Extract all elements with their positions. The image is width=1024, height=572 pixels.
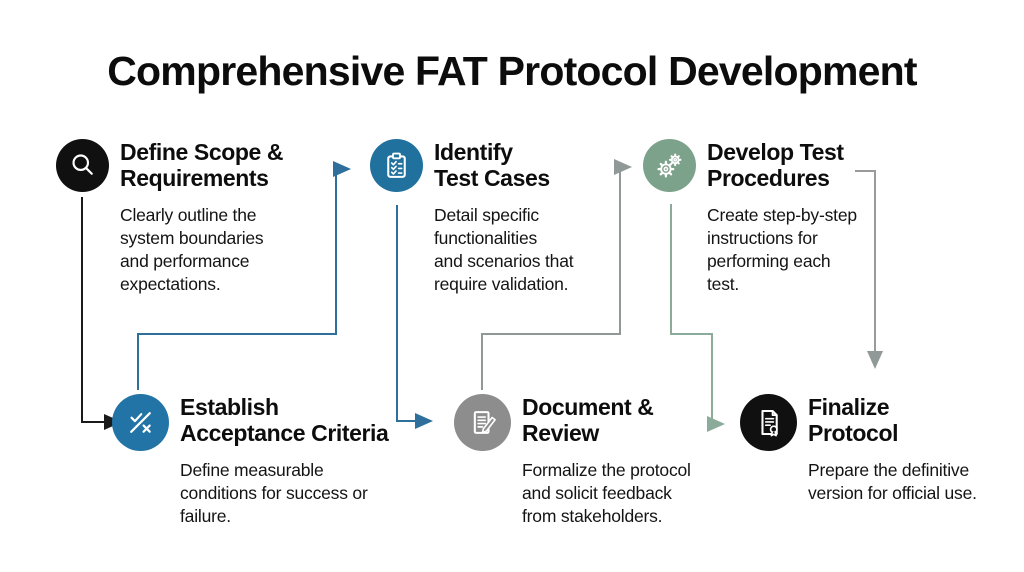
connector-develop-title-down-to-finalize [855,170,883,369]
step-identify-test-cases: Identify Test Cases Detail specific func… [370,139,574,296]
step-develop-test-procedures: Develop Test Procedures Create step-by-s… [643,139,857,296]
step-description: Create step-by-step instructions for per… [707,205,857,294]
step-establish-acceptance-criteria: Establish Acceptance Criteria Define mea… [112,394,389,528]
step-description: Define measurable conditions for success… [180,460,368,526]
step-define-scope-requirements: Define Scope & Requirements Clearly outl… [56,139,284,296]
step-icon-circle [370,139,423,192]
step-title: Document & Review [522,394,654,446]
step-title: Finalize Protocol [808,394,899,446]
step-title: Establish Acceptance Criteria [180,394,389,446]
step-icon-circle [56,139,109,192]
step-title: Define Scope & Requirements [120,139,284,191]
step-description: Detail specific functionalities and scen… [434,205,574,294]
step-description: Prepare the definitive version for offic… [808,460,977,503]
magnifier-icon [72,154,93,175]
step-description: Clearly outline the system boundaries an… [120,205,264,294]
step-title: Identify Test Cases [434,139,550,191]
step-icon-circle [740,394,797,451]
step-finalize-protocol: Finalize Protocol Prepare the definitive… [740,394,977,505]
page-title: Comprehensive FAT Protocol Development [107,48,917,94]
check-x-icon [130,412,151,433]
step-document-review: Document & Review Formalize the protocol… [454,394,691,528]
step-icon-circle [643,139,696,192]
step-title: Develop Test Procedures [707,139,844,191]
step-icon-circle [454,394,511,451]
gears-icon [657,153,682,178]
step-description: Formalize the protocol and solicit feedb… [522,460,691,526]
document-pencil-icon [473,411,496,434]
certificate-icon [761,409,778,437]
clipboard-checklist-icon [387,152,406,178]
step-icon-circle [112,394,169,451]
